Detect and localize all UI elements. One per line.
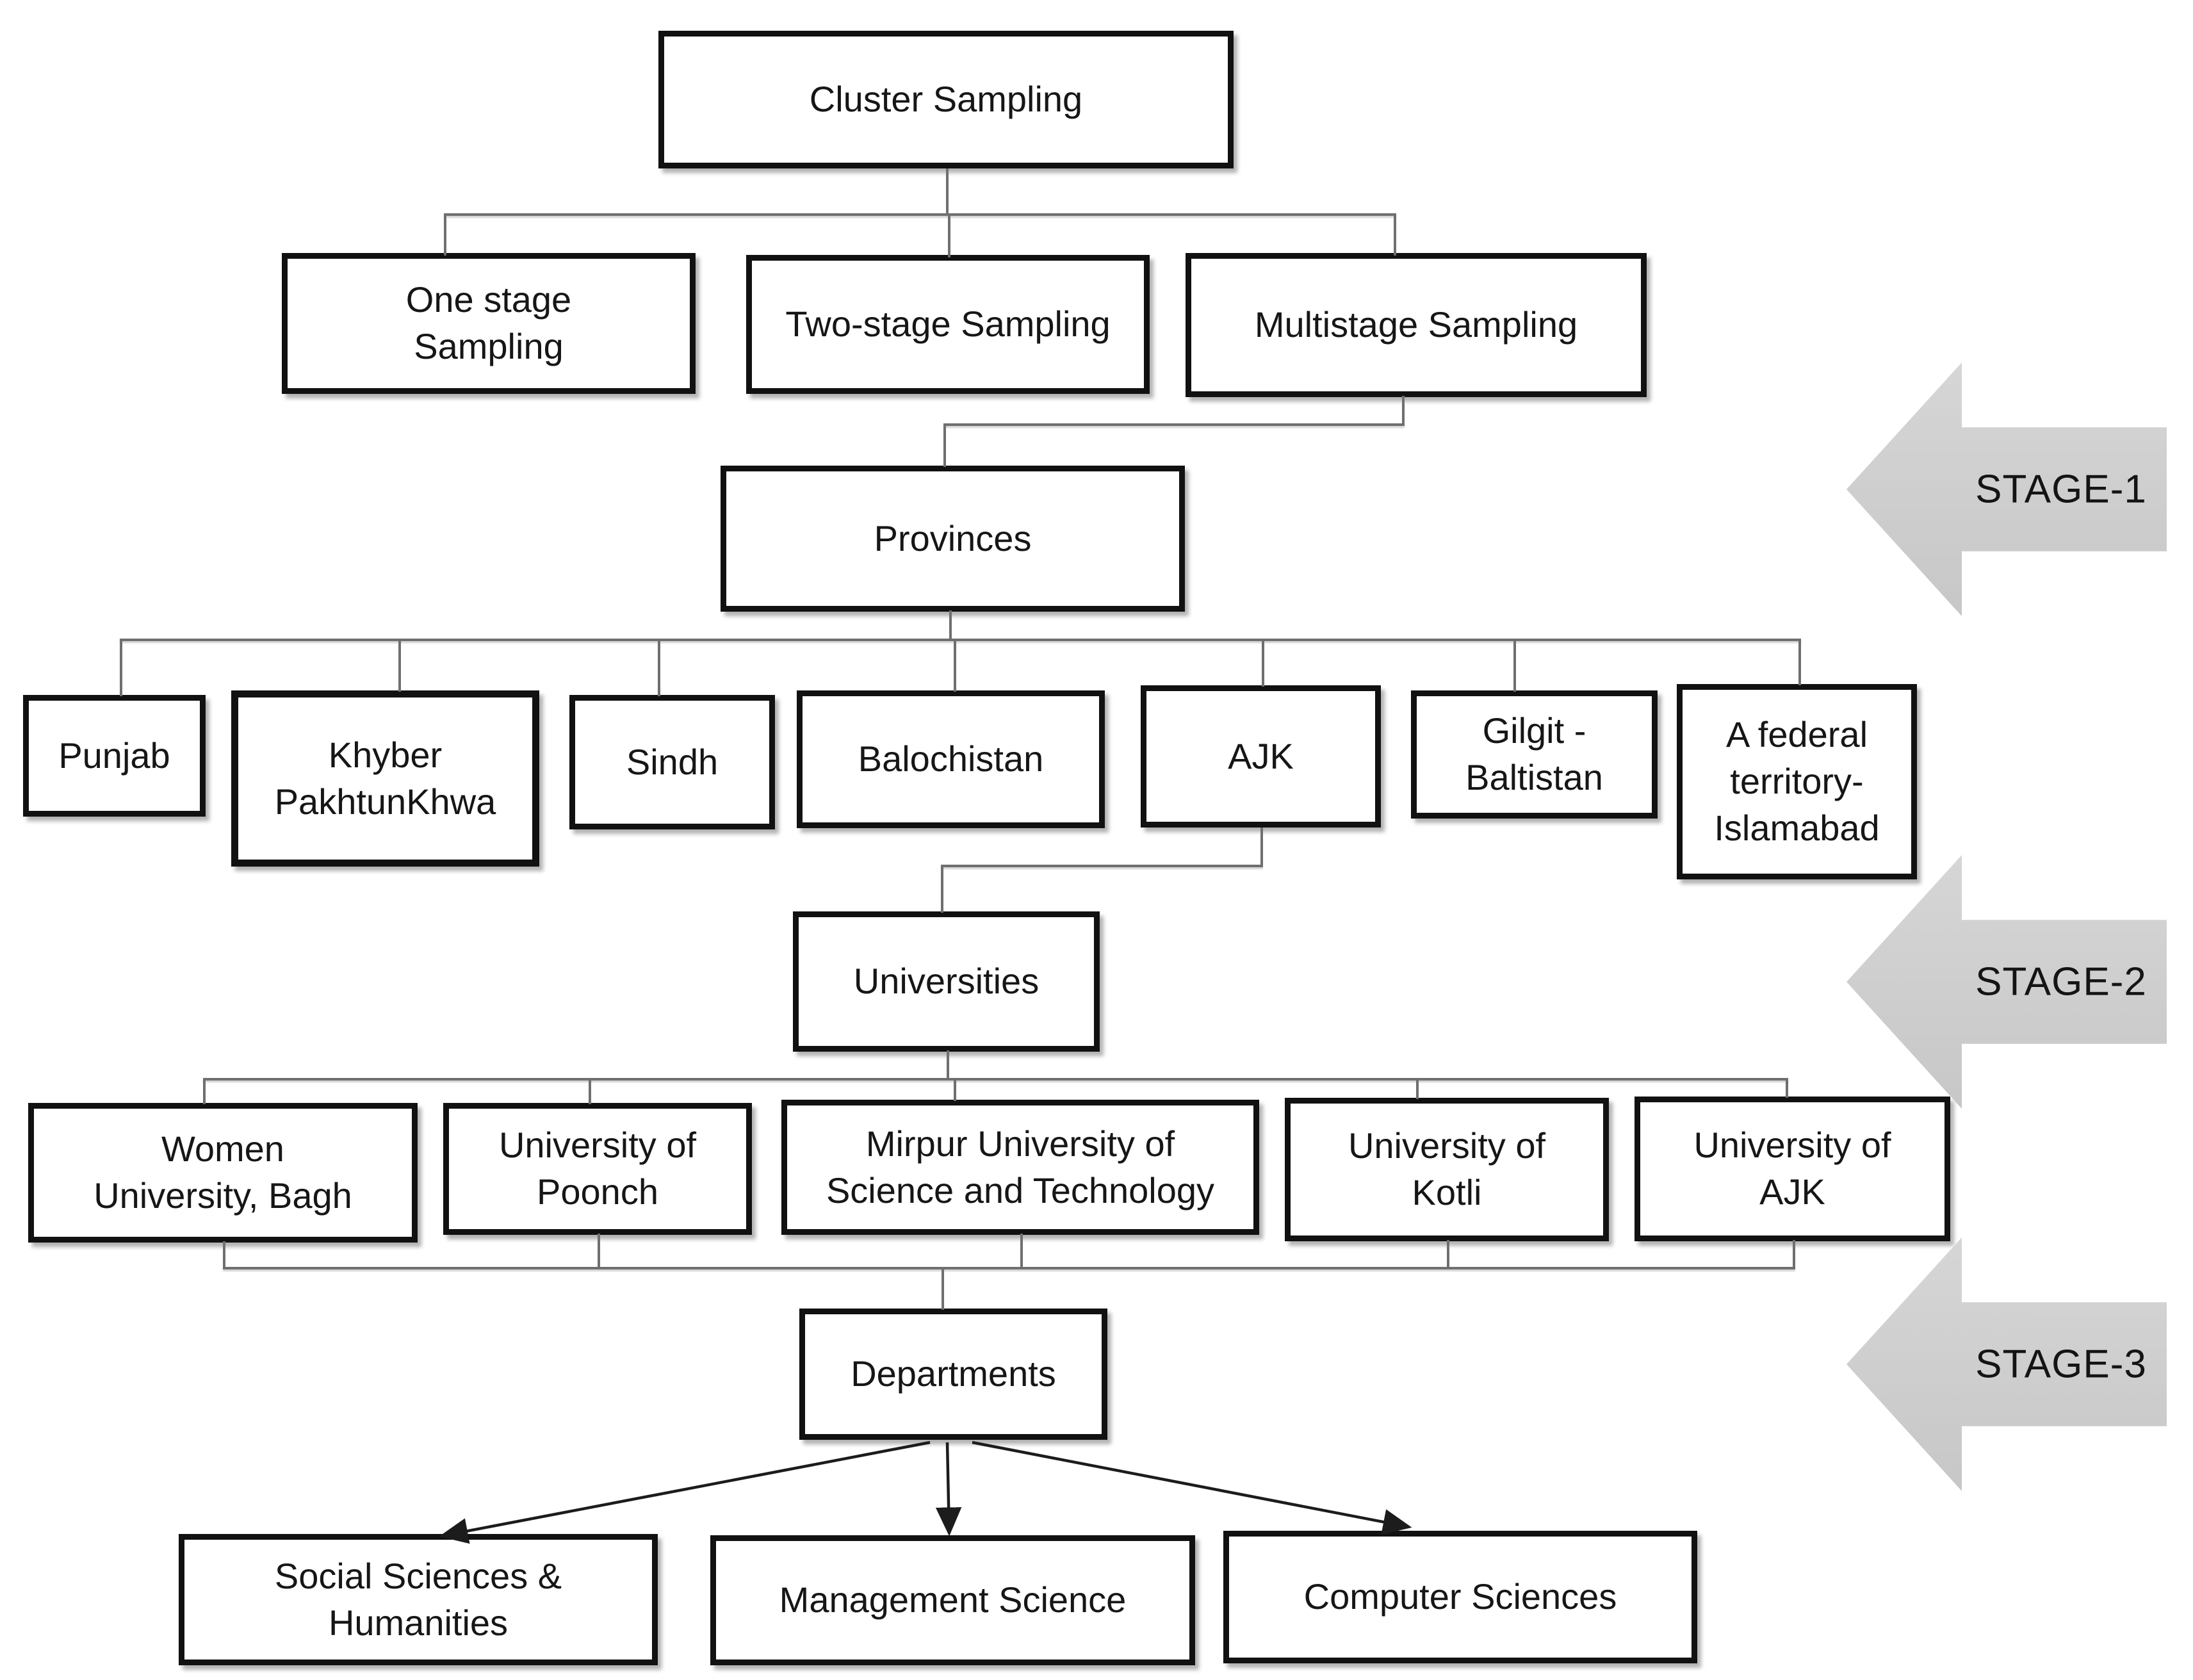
node-one-stage-sampling: One stage Sampling [282, 253, 696, 394]
stage-1-arrow: STAGE-1 [1847, 363, 2167, 616]
node-university-mirpur-ust: Mirpur University of Science and Technol… [781, 1100, 1259, 1235]
connector-rail-universities [203, 1078, 1788, 1081]
node-province-sindh: Sindh [569, 695, 775, 829]
connector-drop-two-stage [948, 213, 950, 257]
connector-mirpur-stem [1020, 1234, 1023, 1269]
node-university-poonch: University of Poonch [443, 1103, 752, 1235]
connector-drop-poonch [589, 1078, 591, 1104]
node-universities: Universities [793, 911, 1100, 1052]
connector-drop-provinces [943, 423, 946, 467]
node-university-women-bagh: Women University, Bagh [28, 1103, 418, 1243]
connector-elbow-ajk-universities [941, 865, 1263, 867]
connector-drop-balochistan [954, 639, 956, 692]
node-multistage-sampling: Multistage Sampling [1186, 253, 1647, 397]
connector-rail-departments [223, 1267, 1795, 1269]
connector-drop-islamabad [1798, 639, 1801, 685]
stage-2-arrow: STAGE-2 [1847, 855, 2167, 1109]
connector-kotli-stem [1447, 1240, 1449, 1269]
arrow-to-management-science [935, 1442, 962, 1537]
connector-ajk-stem [1260, 828, 1263, 867]
connector-drop-universities [941, 865, 943, 913]
connector-multistage-stem [1402, 396, 1405, 426]
node-province-gilgit-baltistan: Gilgit - Baltistan [1411, 690, 1658, 819]
connector-poonch-stem [598, 1234, 600, 1269]
node-university-ajk: University of AJK [1635, 1097, 1950, 1241]
connector-drop-univ-ajk [1786, 1078, 1788, 1098]
node-dept-social-sciences-humanities: Social Sciences & Humanities [179, 1534, 658, 1665]
stage-2-label: STAGE-2 [1975, 959, 2147, 1004]
node-provinces: Provinces [721, 466, 1185, 612]
node-dept-computer-sciences: Computer Sciences [1223, 1531, 1697, 1663]
connector-drop-one-stage [444, 213, 446, 256]
connector-drop-women-univ [203, 1078, 206, 1104]
node-province-ajk: AJK [1141, 685, 1381, 828]
stage-3-label: STAGE-3 [1975, 1342, 2147, 1387]
node-province-balochistan: Balochistan [797, 690, 1105, 828]
arrow-to-social-sciences [439, 1440, 931, 1544]
stage-1-label: STAGE-1 [1975, 467, 2147, 512]
connector-rail-provinces [120, 639, 1801, 641]
connector-drop-kotli [1416, 1078, 1419, 1099]
connector-rail-sampling [444, 213, 1396, 216]
node-university-kotli: University of Kotli [1285, 1098, 1609, 1241]
connector-drop-departments [942, 1267, 944, 1310]
connector-universities-stem [947, 1050, 949, 1079]
node-dept-management-science: Management Science [710, 1535, 1195, 1665]
connector-univ-ajk-stem [1793, 1240, 1795, 1269]
node-province-khyber-pakhtunkhwa: Khyber PakhtunKhwa [231, 690, 539, 867]
connector-women-univ-stem [223, 1241, 225, 1269]
connector-root-stem [946, 168, 949, 213]
connector-drop-sindh [658, 639, 660, 696]
arrow-to-computer-sciences [972, 1440, 1412, 1535]
connector-drop-gilgit [1513, 639, 1516, 692]
connector-drop-ajk [1262, 639, 1264, 687]
stage-3-arrow: STAGE-3 [1847, 1237, 2167, 1491]
connector-drop-punjab [120, 639, 122, 696]
connector-provinces-stem [949, 610, 952, 640]
connector-drop-mirpur [954, 1078, 956, 1101]
node-cluster-sampling: Cluster Sampling [658, 31, 1234, 168]
node-departments: Departments [799, 1309, 1107, 1440]
connector-drop-khyber [398, 639, 401, 692]
connector-drop-multistage [1394, 213, 1396, 256]
node-province-punjab: Punjab [23, 695, 206, 817]
node-province-federal-territory-islamabad: A federal territory- Islamabad [1677, 684, 1917, 879]
connector-elbow-multistage-provinces [943, 423, 1405, 426]
node-two-stage-sampling: Two-stage Sampling [746, 255, 1150, 394]
